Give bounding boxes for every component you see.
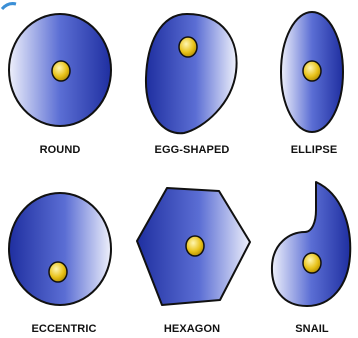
snail-nucleus [303, 253, 321, 273]
round-nucleus [52, 61, 70, 81]
egg-shaped-nucleus [179, 37, 197, 57]
eccentric-cell-shape [9, 193, 111, 305]
label-egg-shaped: EGG-SHAPED [155, 145, 230, 156]
hexagon-nucleus [186, 236, 204, 256]
label-round: ROUND [40, 145, 81, 156]
round-cell-shape [9, 14, 111, 126]
label-snail: SNAIL [295, 324, 329, 335]
label-ellipse: ELLIPSE [291, 145, 338, 156]
snail-cell-shape [272, 182, 350, 306]
corner-accent-icon [2, 4, 16, 9]
label-hexagon: HEXAGON [164, 324, 220, 335]
egg-shaped-cell-shape [146, 14, 237, 133]
ellipse-cell-shape [281, 12, 343, 132]
eccentric-nucleus [49, 262, 67, 282]
ellipse-nucleus [303, 61, 321, 81]
hexagon-cell-shape [137, 188, 250, 305]
label-eccentric: ECCENTRIC [31, 324, 96, 335]
